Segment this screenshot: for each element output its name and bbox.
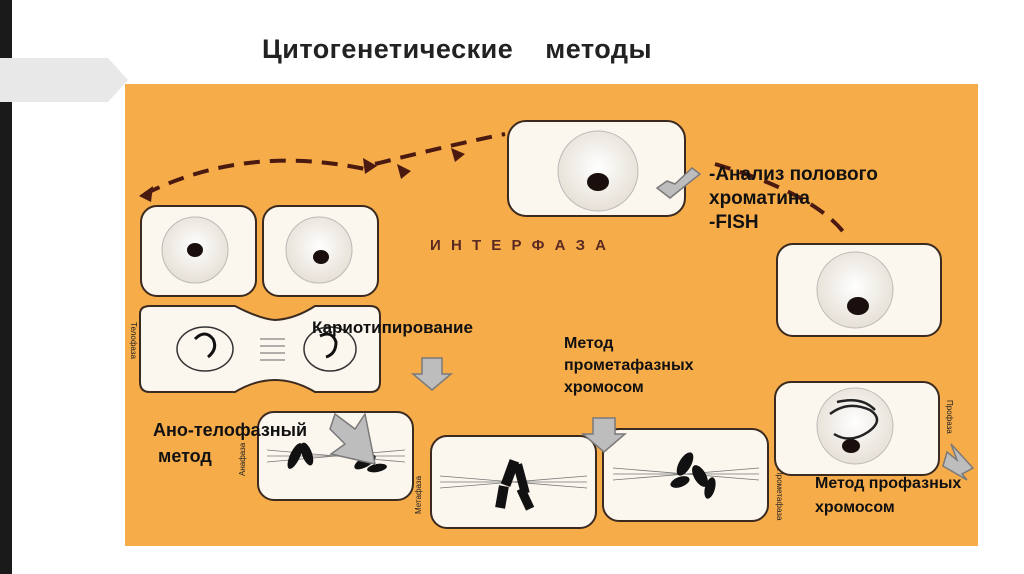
interphase-cell-top bbox=[507, 120, 686, 217]
cycle-path bbox=[144, 132, 847, 236]
prometaphase-label-line-2: прометафазных bbox=[564, 357, 694, 374]
anaphase-cell bbox=[257, 411, 414, 501]
arrowhead-4 bbox=[451, 148, 465, 162]
cell-cycle-diagram: И Н Т Е Р Ф А З А bbox=[129, 120, 975, 529]
ano-telophase-label-line-1: Ано-телофазный bbox=[153, 420, 308, 440]
prophase-method-label: Метод профазных хромосом bbox=[815, 472, 1015, 520]
prophase-cell bbox=[774, 381, 940, 476]
chromatin-label-line-1: -Анализ полового bbox=[709, 164, 878, 185]
cycle-arc-left bbox=[144, 158, 366, 196]
cell-cycle-figure: И Н Т Е Р Ф А З А bbox=[125, 84, 978, 546]
prometaphase-label-line-1: Метод bbox=[564, 335, 614, 352]
prophase-label-line-1: Метод профазных bbox=[815, 475, 962, 492]
prometaphase-phase-label: Прометафаза bbox=[775, 469, 784, 521]
chromatin-label-line-2: хроматина bbox=[709, 188, 810, 209]
slide-title: Цитогенетические методы bbox=[262, 34, 653, 64]
ano-telophase-label-line-2: метод bbox=[153, 446, 212, 466]
karyotyping-label: Кариотипирование bbox=[312, 318, 473, 337]
prophase-label-line-2: хромосом bbox=[815, 499, 895, 516]
cycle-arc-top bbox=[374, 132, 506, 166]
daughter-cell-right bbox=[262, 205, 379, 297]
telophase-phase-label: Телофаза bbox=[129, 322, 138, 359]
arrowhead-2 bbox=[363, 158, 377, 174]
arrowhead-1 bbox=[139, 186, 153, 202]
cycle-arrowheads bbox=[139, 148, 465, 202]
telophase-cell bbox=[139, 305, 381, 393]
prophase-phase-label: Профаза bbox=[945, 400, 954, 434]
left-accent-bar bbox=[0, 0, 12, 574]
prometaphase-method-label: Метод прометафазных хромосом bbox=[564, 333, 764, 399]
pointer-arrow-chromatin bbox=[655, 167, 702, 199]
pointer-arrow-prometaphase bbox=[580, 417, 628, 453]
metaphase-phase-label: Метафаза bbox=[414, 475, 423, 514]
anaphase-phase-label: Анафаза bbox=[238, 442, 247, 476]
chromatin-label-line-3: -FISH bbox=[709, 212, 759, 233]
ano-telophase-method-label: Ано-телофазный метод bbox=[153, 417, 373, 469]
prometaphase-label-line-3: хромосом bbox=[564, 379, 644, 396]
pointer-arrow-prophase bbox=[942, 443, 975, 481]
metaphase-cell bbox=[430, 435, 597, 529]
pointer-arrow-ano-telophase bbox=[329, 412, 376, 465]
slide-tab-shape bbox=[0, 58, 128, 102]
chromatin-analysis-label: -Анализ полового хроматина -FISH bbox=[709, 163, 969, 235]
daughter-cell-left bbox=[140, 205, 257, 297]
interphase-cell-right bbox=[776, 243, 942, 337]
cycle-arc-right bbox=[714, 162, 847, 236]
prometaphase-cell bbox=[602, 428, 769, 522]
interphase-label: И Н Т Е Р Ф А З А bbox=[430, 237, 609, 254]
pointer-arrow-karyotyping bbox=[410, 357, 454, 391]
arrowhead-3 bbox=[397, 164, 411, 179]
